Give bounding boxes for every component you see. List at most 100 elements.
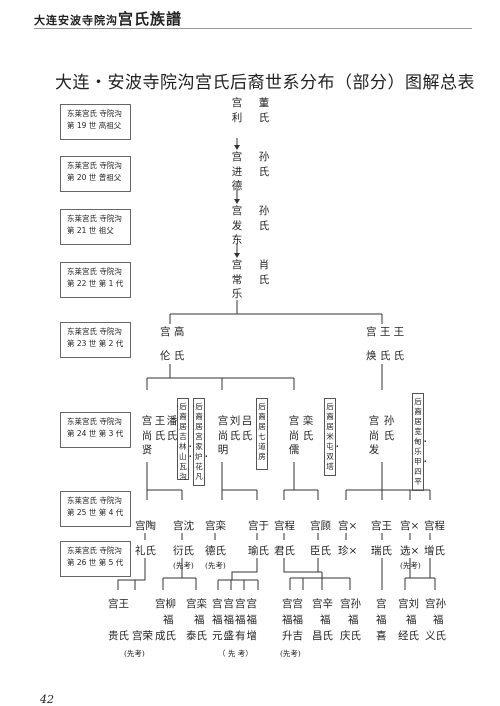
header-subtitle: 大连安波寺院沟 bbox=[34, 14, 118, 27]
gen27-mid: 福 bbox=[376, 614, 387, 626]
gen25-name: 宫程 bbox=[424, 520, 445, 532]
gen-label: 第 23 世 第 2 代 bbox=[67, 339, 124, 348]
gen26-name: 瑞氏 bbox=[371, 545, 392, 557]
header-book-title: 宫氏族譜 bbox=[118, 10, 183, 28]
gen27-bot: 义氏 bbox=[425, 630, 446, 642]
gen27-top: 宫 bbox=[376, 598, 387, 610]
gen27-mid: 福 bbox=[348, 614, 359, 626]
gen27-bot: 升吉 bbox=[282, 630, 303, 642]
gen26-name: 增氏 bbox=[424, 545, 445, 557]
gen24-b-wife1: 刘氏 bbox=[229, 415, 241, 442]
xiankao-note: （ 先 考） bbox=[218, 649, 253, 658]
generation-box-24: 东莱宫氏 寺院沟第 24 世 第 3 代 bbox=[60, 412, 131, 448]
gen-label: 第 25 世 第 4 代 bbox=[67, 508, 124, 517]
gen26-name: 德氏 bbox=[205, 545, 226, 557]
gen27-mid: 福 bbox=[406, 614, 417, 626]
book-header: 大连安波寺院沟宫氏族譜 bbox=[34, 8, 182, 29]
gen26-name: 珍× bbox=[338, 545, 358, 557]
ancestor-22-spouse: 肖氏 bbox=[258, 259, 270, 286]
note-box-4: 后裔居宽甸・乐甲・四平 bbox=[412, 393, 429, 491]
gen27-top: 宫宫 bbox=[282, 598, 303, 610]
xiankao-note: (先考) bbox=[400, 561, 421, 570]
gen24-b-wife2: 吕氏 bbox=[241, 415, 253, 442]
gen27-top: 宫辛 bbox=[312, 598, 333, 610]
gen27-top: 宫栾 bbox=[186, 598, 207, 610]
generation-box-22: 东莱宫氏 寺院沟第 22 世 第 1 代 bbox=[60, 262, 131, 298]
generation-box-21: 东莱宫氏 寺院沟第 21 世 祖父 bbox=[60, 209, 131, 245]
gen26-name: 君氏 bbox=[274, 545, 295, 557]
gen27-bot: 贵氏 bbox=[108, 630, 129, 642]
gen25-name: 宫× bbox=[338, 520, 358, 532]
gen24-d-wife: 孙氏 bbox=[383, 415, 395, 442]
gen-place: 东莱宫氏 寺院沟 bbox=[67, 161, 122, 170]
gen26-name: 瑜氏 bbox=[248, 545, 269, 557]
page-number: 42 bbox=[40, 693, 54, 706]
gen-place: 东莱宫氏 寺院沟 bbox=[67, 109, 122, 118]
note-box-2: 后裔居七道房 bbox=[256, 398, 268, 470]
gen27-top: 宫刘 bbox=[398, 598, 419, 610]
gen-label: 第 24 世 第 3 代 bbox=[67, 429, 124, 438]
gen25-name: 宫程 bbox=[274, 520, 295, 532]
ancestor-22: 宫常乐 bbox=[231, 259, 243, 300]
gen27-mid: 福 bbox=[163, 614, 174, 626]
note-box-1: 后裔居吉林・山・瓦沟 bbox=[177, 398, 194, 481]
gen26-name: 衍氏 bbox=[173, 545, 194, 557]
gen23-left-row1: 宫 高 bbox=[160, 326, 185, 338]
gen24-c-wife: 栾氏 bbox=[302, 415, 314, 442]
gen-place: 东莱宫氏 寺院沟 bbox=[67, 214, 122, 223]
generation-box-23: 东莱宫氏 寺院沟第 23 世 第 2 代 bbox=[60, 322, 131, 358]
gen26-name: 臣氏 bbox=[310, 545, 331, 557]
gen26-name: 选× bbox=[400, 545, 420, 557]
gen-label: 第 20 世 曾祖父 bbox=[67, 173, 122, 182]
gen24-a-wife1: 王氏 bbox=[154, 415, 166, 442]
note-box-hongfan: 后裔居宫家炉・花凡 bbox=[193, 398, 210, 486]
gen27-bot: 庆氏 bbox=[340, 630, 361, 642]
gen25-name: 宫陶 bbox=[135, 520, 156, 532]
gen27-top: 宫柳 bbox=[155, 598, 176, 610]
gen27-top: 宫孙 bbox=[340, 598, 361, 610]
generation-box-25: 东莱宫氏 寺院沟第 25 世 第 4 代 bbox=[60, 491, 131, 527]
ancestor-21: 宫发东 bbox=[231, 205, 243, 246]
gen25-name: 宫沈 bbox=[173, 520, 194, 532]
gen27-mid: 福 bbox=[194, 614, 205, 626]
gen23-left-row2: 伦 氏 bbox=[160, 350, 185, 362]
gen27-bot: 成氏 bbox=[155, 630, 176, 642]
gen27-mid: 福 bbox=[320, 614, 331, 626]
ancestor-21-spouse: 孙氏 bbox=[258, 205, 270, 232]
gen27-bot: 经氏 bbox=[398, 630, 419, 642]
note-box-3: 后裔居米屯・双塔 bbox=[324, 398, 341, 476]
gen25-name: 宫王 bbox=[371, 520, 392, 532]
gen26-name: 礼氏 bbox=[135, 545, 156, 557]
xiankao-note: (先考) bbox=[173, 561, 194, 570]
gen-place: 东莱宫氏 寺院沟 bbox=[67, 267, 122, 276]
gen-place: 东莱宫氏 寺院沟 bbox=[67, 546, 122, 555]
gen-place: 东莱宫氏 寺院沟 bbox=[67, 417, 122, 426]
gen24-d-name: 宫尚发 bbox=[368, 415, 380, 456]
ancestor-20-spouse: 孙氏 bbox=[258, 151, 270, 178]
gen-label: 第 22 世 第 1 代 bbox=[67, 279, 124, 288]
gen25-name: 宫栾 bbox=[205, 520, 226, 532]
gen-label: 第 21 世 祖父 bbox=[67, 226, 114, 235]
gen-label: 第 19 世 高祖父 bbox=[67, 121, 122, 130]
gen25-name: 宫× bbox=[400, 520, 420, 532]
gen27-top: 宫王 bbox=[108, 598, 129, 610]
header-rule bbox=[34, 28, 472, 29]
ancestor-19-spouse: 董氏 bbox=[258, 97, 270, 124]
gen23-right-row2: 焕 氏 氏 bbox=[366, 350, 405, 362]
xiankao-note: (先考) bbox=[205, 561, 226, 570]
gen24-b-name: 宫尚明 bbox=[217, 415, 229, 456]
gen27-bot: 元盛有增 bbox=[212, 630, 258, 642]
xiankao-note: (先考) bbox=[124, 649, 145, 658]
gen27-top: 宫孙 bbox=[425, 598, 446, 610]
gen27-bot: 泰氏 bbox=[186, 630, 207, 642]
generation-box-19: 东莱宫氏 寺院沟第 19 世 高祖父 bbox=[60, 104, 131, 140]
generation-box-26: 东莱宫氏 寺院沟第 26 世 第 5 代 bbox=[60, 541, 131, 577]
chart-title: 大连・安波寺院沟宫氏后裔世系分布（部分）图解总表 bbox=[55, 73, 475, 93]
xiankao-note: (先考) bbox=[280, 649, 301, 658]
gen-place: 东莱宫氏 寺院沟 bbox=[67, 496, 122, 505]
gen27-bot: 喜 bbox=[376, 630, 387, 642]
gen25-name: 宫于 bbox=[248, 520, 269, 532]
gen24-a-name: 宫尚贤 bbox=[141, 415, 153, 456]
